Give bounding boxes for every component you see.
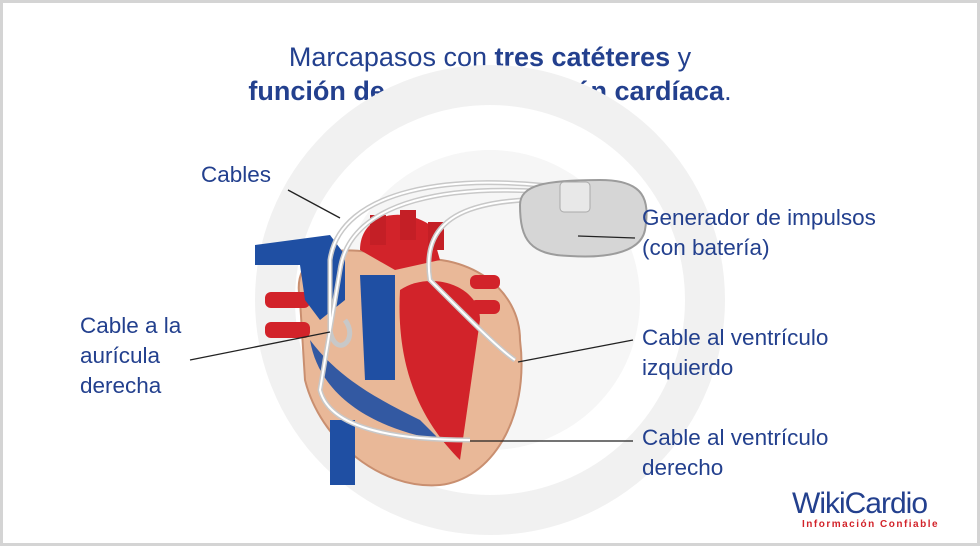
label-cables: Cables xyxy=(201,162,272,187)
left-ventricle xyxy=(399,281,480,460)
logo-slogan: Información Confiable xyxy=(802,519,940,530)
inferior-vena-cava xyxy=(330,420,355,485)
superior-vena-cava xyxy=(255,235,345,320)
pointer-lines xyxy=(189,189,636,442)
label-right-atrium-lead: Cable a la aurícula derecha xyxy=(80,313,182,398)
title-text: . xyxy=(724,76,732,106)
label-generator: Generador de impulsos (con batería) xyxy=(642,205,876,260)
wikicardio-logo: WikiCardio Información Confiable xyxy=(792,487,940,531)
generator-header xyxy=(559,181,591,213)
pulmonary-vein xyxy=(265,292,310,308)
title-bold: tres catéteres xyxy=(494,42,671,72)
pulmonary-artery xyxy=(360,275,395,380)
right-ventricle xyxy=(310,340,440,440)
logo-name: WikiCardio xyxy=(792,487,928,520)
aortic-branch xyxy=(400,210,416,240)
pulmonary-vein xyxy=(470,275,500,289)
label-right-ventricle-lead: Cable al ventrículo derecho xyxy=(642,425,829,480)
title-text: Marcapasos con xyxy=(288,42,495,72)
pulmonary-vein xyxy=(265,322,310,338)
aortic-branch xyxy=(370,215,386,245)
label-left-ventricle-lead: Cable al ventrículo izquierdo xyxy=(642,325,829,380)
title-text: y xyxy=(670,42,692,72)
